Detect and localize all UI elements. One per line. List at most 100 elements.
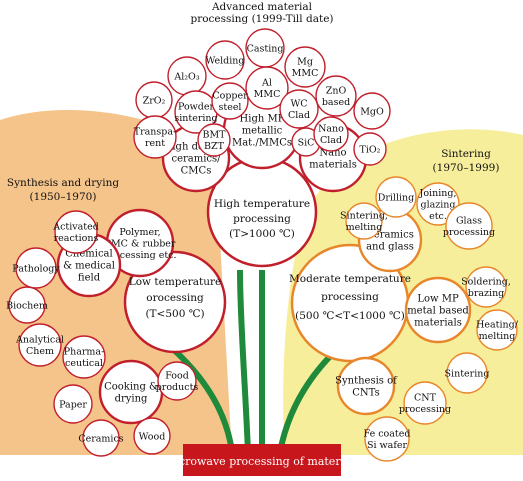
zno-node-ring (315, 75, 357, 117)
sintering-melting-node-ring (345, 202, 383, 240)
soldering-brazing-node-ring (465, 266, 507, 308)
high-mp-node-label-3: Mat./MMCs (232, 138, 292, 149)
chemical-medical-node-label-3: field (78, 273, 101, 284)
glass-processing-node-label-1: Glass (456, 216, 482, 227)
joining-glazing-node-label-1: Joining, (419, 188, 457, 199)
era-high-title: Advanced material (211, 1, 313, 13)
nano-clad-node-label-1: Nano (318, 124, 344, 135)
sintering-melting-node-label-2: melting (346, 222, 383, 233)
pharmaceutical-node-label-1: Pharma- (64, 347, 105, 358)
glass-processing-node-ring (445, 202, 493, 250)
glass-processing-node-label-2: processing (443, 227, 495, 238)
bmt-bzt-node-label-1: BMT (202, 130, 226, 141)
high-temperature-hub: High temperature processing (T>1000 ℃) (206, 156, 318, 268)
transparent-node-ring (133, 115, 177, 159)
soldering-brazing-node-label-1: Soldering, (461, 277, 511, 288)
soldering-brazing-node-label-2: brazing (468, 288, 505, 299)
biochem-node-label-1: Biochem (6, 300, 48, 311)
mgo-node: MgO (353, 92, 391, 130)
pathology-node-ring (15, 247, 57, 289)
heating-melting-node-ring (476, 309, 518, 351)
high-mp-node-label-1: High MP (240, 114, 285, 125)
drilling-node: Drilling (375, 176, 417, 218)
low-mp-metals-node-ring (404, 276, 472, 344)
pathology-node-label-1: Pathology (12, 263, 60, 274)
chemical-medical-node-label-2: & medical (63, 261, 115, 272)
bmt-bzt-node-ring (197, 123, 231, 157)
low-mp-metals-node-label-2: metal based (407, 306, 469, 317)
food-products-node-label-2: products (156, 382, 199, 393)
low-mp-metals-node-label-3: materials (414, 318, 462, 329)
food-products-node-ring (157, 361, 197, 401)
zno-node-label-1: ZnO (326, 86, 347, 97)
mgo-node-label-1: MgO (360, 106, 384, 117)
casting-node: Casting (245, 28, 285, 68)
activated-reactions-node-ring (54, 210, 98, 254)
sintering-melting-node-label-1: Sintering, (340, 211, 388, 222)
drilling-node-label-1: Drilling (378, 192, 415, 203)
analytical-chem-node-ring (18, 323, 62, 367)
copper-steel-node-ring (211, 82, 249, 120)
era-high-title-2: processing (1999-Till date) (190, 13, 333, 25)
fe-coated-node-label-2: Si wafer (367, 440, 407, 451)
high-hub-line-1: High temperature (214, 198, 310, 210)
ceramics-glass-node-label-2: and glass (366, 242, 414, 253)
cooking-drying-node-label-1: Cooking & (104, 382, 158, 393)
powder-sintering-node-label-1: Powder (178, 102, 215, 113)
activated-reactions-node-label-2: reactions (54, 233, 99, 244)
sic-node-label-1: SiC (298, 137, 315, 148)
wood-node-label-1: Wood (139, 431, 166, 442)
cooking-drying-node-label-2: drying (115, 394, 148, 405)
cnt-processing-node-label-2: processing (399, 404, 451, 415)
transparent-node-label-1: Transpa- (134, 127, 177, 138)
polymer-node-label-2: PMC & rubber (105, 238, 176, 249)
welding-node: Welding (205, 40, 245, 80)
heating-melting-node-label-1: Heating/ (476, 320, 519, 331)
welding-node-ring (205, 40, 245, 80)
nano-clad-node-ring (313, 116, 349, 152)
pharmaceutical-node-label-2: ceutical (65, 358, 103, 369)
cnt-processing-node-ring (403, 381, 447, 425)
heating-melting-node: Heating/melting (476, 309, 519, 351)
zno-node-label-2: based (322, 97, 350, 108)
stem-high (237, 269, 251, 453)
bmt-bzt-node-label-2: BZT (204, 141, 225, 152)
sintering-leaf-node: Sintering (445, 352, 489, 394)
paper-node-label-1: Paper (59, 399, 87, 410)
analytical-chem-node-label-1: Analytical (15, 335, 64, 346)
moderate-hub-line-2: processing (321, 291, 379, 303)
high-hub-line-3: (T>1000 ℃) (229, 228, 295, 240)
pharmaceutical-node: Pharma-ceutical (62, 335, 106, 379)
moderate-temperature-hub: Moderate temperature processing (500 ℃<T… (289, 243, 411, 363)
era-low-years: (1950–1970) (30, 191, 97, 203)
tio2-node-ring (353, 132, 387, 166)
high-density-node-label-3: CMCs (181, 166, 212, 177)
era-low-title: Synthesis and drying (7, 177, 119, 189)
sintering-leaf-node-ring (446, 352, 488, 394)
soldering-brazing-node: Soldering,brazing (461, 266, 511, 308)
low-temperature-hub: Low temperature orocessing (T<500 ℃) (123, 250, 227, 354)
low-mp-metals-node-label-1: Low MP (417, 294, 459, 305)
high-hub-line-2: processing (233, 213, 291, 225)
biochem-node-ring (8, 286, 46, 324)
analytical-chem-node-label-2: Chem (26, 346, 54, 357)
polymer-node-label-3: processing etc. (103, 250, 176, 261)
al2o3-node-label-1: Al₂O₃ (173, 71, 199, 82)
fe-coated-node-label-1: Fe coated (364, 429, 411, 440)
tio2-node: TiO₂ (353, 132, 387, 166)
al-mmc-node-ring (245, 66, 289, 110)
cnt-synthesis-node-label-1: Synthesis of (335, 376, 398, 387)
joining-glazing-node-label-3: etc. (429, 211, 447, 222)
